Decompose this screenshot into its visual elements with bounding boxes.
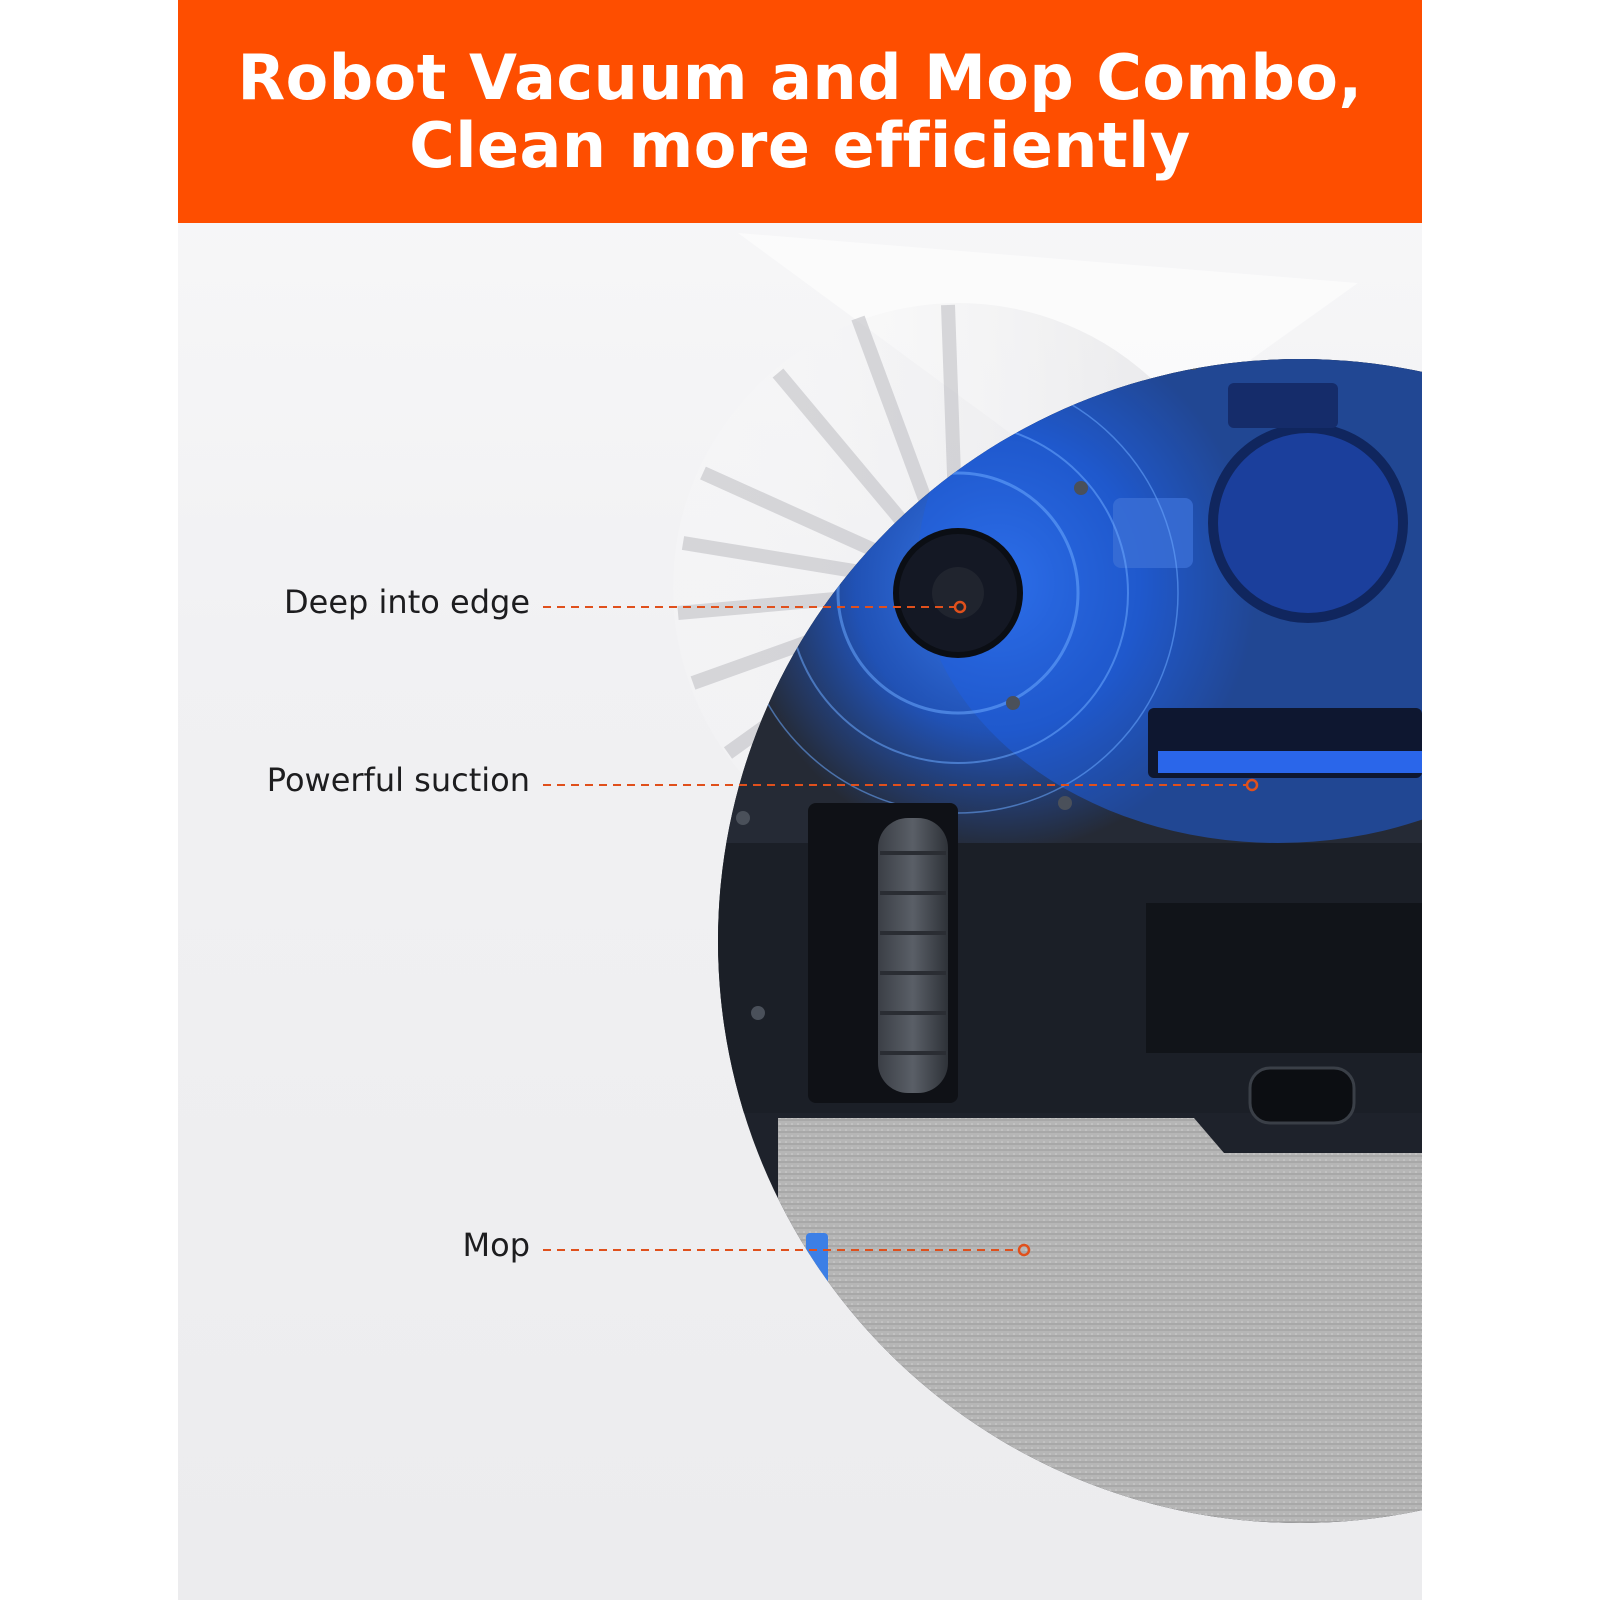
callout-dot-edge xyxy=(953,600,967,614)
headline-line-2: Clean more efficiently xyxy=(409,108,1191,182)
product-image: Robot Vacuum and Mop Combo, Clean more e… xyxy=(178,0,1422,1600)
callout-powerful-suction: Powerful suction xyxy=(266,761,530,799)
leader-lines xyxy=(543,606,1248,1251)
callout-deep-into-edge: Deep into edge xyxy=(284,583,530,621)
headline-banner: Robot Vacuum and Mop Combo, Clean more e… xyxy=(178,0,1422,223)
callout-dot-mop xyxy=(1017,1243,1031,1257)
robot-underside-illustration xyxy=(543,233,1422,1523)
callout-mop: Mop xyxy=(462,1226,531,1264)
callout-dot-suction xyxy=(1245,778,1259,792)
headline-line-1: Robot Vacuum and Mop Combo, xyxy=(237,40,1363,114)
